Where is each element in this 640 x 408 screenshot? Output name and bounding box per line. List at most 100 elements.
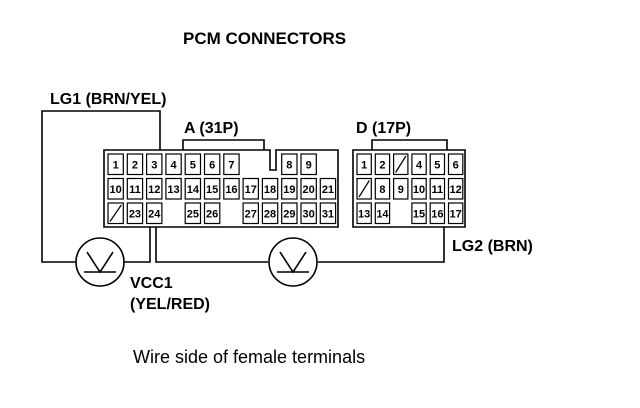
connector-a-cell-2-5 bbox=[184, 177, 202, 200]
voltmeter-right bbox=[268, 237, 318, 287]
connector-a-pin-19: 19 bbox=[283, 184, 295, 196]
connector-a-pin-15: 15 bbox=[206, 184, 218, 196]
connector-d-cell-2-4 bbox=[411, 177, 427, 200]
connector-a-cell-3-2 bbox=[126, 202, 144, 225]
connector-a-pin-24: 24 bbox=[148, 208, 161, 220]
connector-d-cell-2-6 bbox=[447, 177, 464, 200]
connector-a-cell-1-10 bbox=[281, 153, 298, 176]
connector-a-pin-21: 21 bbox=[322, 184, 334, 196]
connector-a-pin-5: 5 bbox=[190, 159, 196, 171]
connector-a-pin-10: 10 bbox=[110, 184, 122, 196]
connector-a-pin-20: 20 bbox=[303, 184, 315, 196]
connector-a-cell-3-6 bbox=[203, 202, 221, 225]
connector-a-pin-2: 2 bbox=[132, 159, 138, 171]
diagram-title: PCM CONNECTORS bbox=[183, 29, 346, 48]
connector-a-cell-1-5 bbox=[184, 153, 202, 176]
connector-a-label: A (31P) bbox=[184, 120, 239, 137]
connector-a-cell-1-7 bbox=[223, 153, 240, 176]
connector-d-cell-1-5 bbox=[429, 153, 446, 176]
connector-a-cell-2-7 bbox=[223, 177, 240, 200]
test-wiring bbox=[41, 110, 445, 263]
connector-d-cell-3-2 bbox=[374, 202, 391, 225]
connector-a-pin-6: 6 bbox=[209, 159, 215, 171]
connector-a-cell-2-11 bbox=[300, 177, 317, 200]
lg2-label: LG2 (BRN) bbox=[452, 238, 533, 255]
connector-a-pin-27: 27 bbox=[245, 208, 257, 220]
connector-a-cell-2-8 bbox=[242, 177, 260, 200]
connector-a-cell-2-4 bbox=[165, 177, 182, 200]
connector-d-pin-15: 15 bbox=[413, 208, 425, 220]
voltmeter-left bbox=[75, 237, 125, 287]
connector-a-cell-1-6 bbox=[203, 153, 221, 176]
connector-a-pin-8: 8 bbox=[286, 159, 292, 171]
connector-d-cell-3-6 bbox=[447, 202, 464, 225]
connector-d-cell-1-2 bbox=[374, 153, 391, 176]
connector-a-pin-30: 30 bbox=[303, 208, 315, 220]
connector-d-blank-pin-slash bbox=[395, 155, 407, 173]
connector-d-pin-17: 17 bbox=[450, 208, 462, 220]
connector-a-pin-31: 31 bbox=[322, 208, 334, 220]
connector-a-pin-29: 29 bbox=[283, 208, 295, 220]
connector-a-cell-2-12 bbox=[319, 177, 337, 200]
connector-a-pin-11: 11 bbox=[129, 184, 141, 196]
connector-d-pin-5: 5 bbox=[434, 159, 440, 171]
connector-d-pin-10: 10 bbox=[413, 184, 425, 196]
connector-d-pin-14: 14 bbox=[376, 208, 389, 220]
connector-a-blank-pin-slash bbox=[109, 204, 122, 222]
connector-a-cell-2-1 bbox=[107, 177, 124, 200]
connector-a-cell-1-4 bbox=[165, 153, 182, 176]
connector-a-cell-1-2 bbox=[126, 153, 144, 176]
connector-a-pin-26: 26 bbox=[206, 208, 218, 220]
connector-d-pin-16: 16 bbox=[431, 208, 443, 220]
connector-d-pin-8: 8 bbox=[379, 184, 385, 196]
connector-d-pin-6: 6 bbox=[453, 159, 459, 171]
connector-a-cell-2-10 bbox=[281, 177, 298, 200]
connector-d-cell-3-5 bbox=[429, 202, 446, 225]
connector-d-label: D (17P) bbox=[356, 120, 411, 137]
connector-a-pin-14: 14 bbox=[187, 184, 200, 196]
connector-a-cell-2-2 bbox=[126, 177, 144, 200]
connector-d-cell-2-2 bbox=[374, 177, 391, 200]
connector-a-cell-2-9 bbox=[261, 177, 279, 200]
diagram-caption: Wire side of female terminals bbox=[133, 347, 365, 367]
connector-d-pin-2: 2 bbox=[379, 159, 385, 171]
connector-a-pin-13: 13 bbox=[167, 184, 179, 196]
connector-d-cell-3-1 bbox=[356, 202, 372, 225]
connector-a-cell-2-6 bbox=[203, 177, 221, 200]
connector-d-pin-11: 11 bbox=[432, 184, 444, 196]
vcc1-color-label: (YEL/RED) bbox=[130, 296, 210, 313]
connector-d-blank-pin-slash bbox=[358, 180, 370, 198]
connector-d-cell-2-3 bbox=[393, 177, 409, 200]
connector-a-pin-1: 1 bbox=[113, 159, 119, 171]
connector-a-cell-3-5 bbox=[184, 202, 202, 225]
connector-a-pin-9: 9 bbox=[306, 159, 312, 171]
connector-a-cell-3-11 bbox=[300, 202, 317, 225]
connector-d-cell-1-1 bbox=[356, 153, 372, 176]
connector-a-pin-7: 7 bbox=[228, 159, 234, 171]
connector-a-pin-23: 23 bbox=[129, 208, 141, 220]
connector-d-pin-12: 12 bbox=[450, 184, 462, 196]
connector-a-cell-1-1 bbox=[107, 153, 124, 176]
lg1-label: LG1 (BRN/YEL) bbox=[50, 91, 166, 108]
connector-a-pin-25: 25 bbox=[187, 208, 199, 220]
connector-d-cell-2-5 bbox=[429, 177, 446, 200]
connector-d-pin-9: 9 bbox=[398, 184, 404, 196]
connector-a-cell-2-3 bbox=[146, 177, 163, 200]
connector-a-cell-1-3 bbox=[146, 153, 163, 176]
connector-d-pin-13: 13 bbox=[358, 208, 370, 220]
connector-d-pin-1: 1 bbox=[361, 159, 367, 171]
connector-a-cell-3-8 bbox=[242, 202, 260, 225]
connector-d-cell-1-4 bbox=[411, 153, 427, 176]
connector-a-cell-3-12 bbox=[319, 202, 337, 225]
connector-a-pin-12: 12 bbox=[148, 184, 160, 196]
connector-d-cell-3-4 bbox=[411, 202, 427, 225]
connector-a-cell-3-10 bbox=[281, 202, 298, 225]
connector-a-pin-16: 16 bbox=[225, 184, 237, 196]
connector-a-pin-4: 4 bbox=[170, 159, 177, 171]
connector-a-pin-17: 17 bbox=[245, 184, 257, 196]
connector-a-pin-18: 18 bbox=[264, 184, 276, 196]
connector-a-pin-3: 3 bbox=[151, 159, 157, 171]
